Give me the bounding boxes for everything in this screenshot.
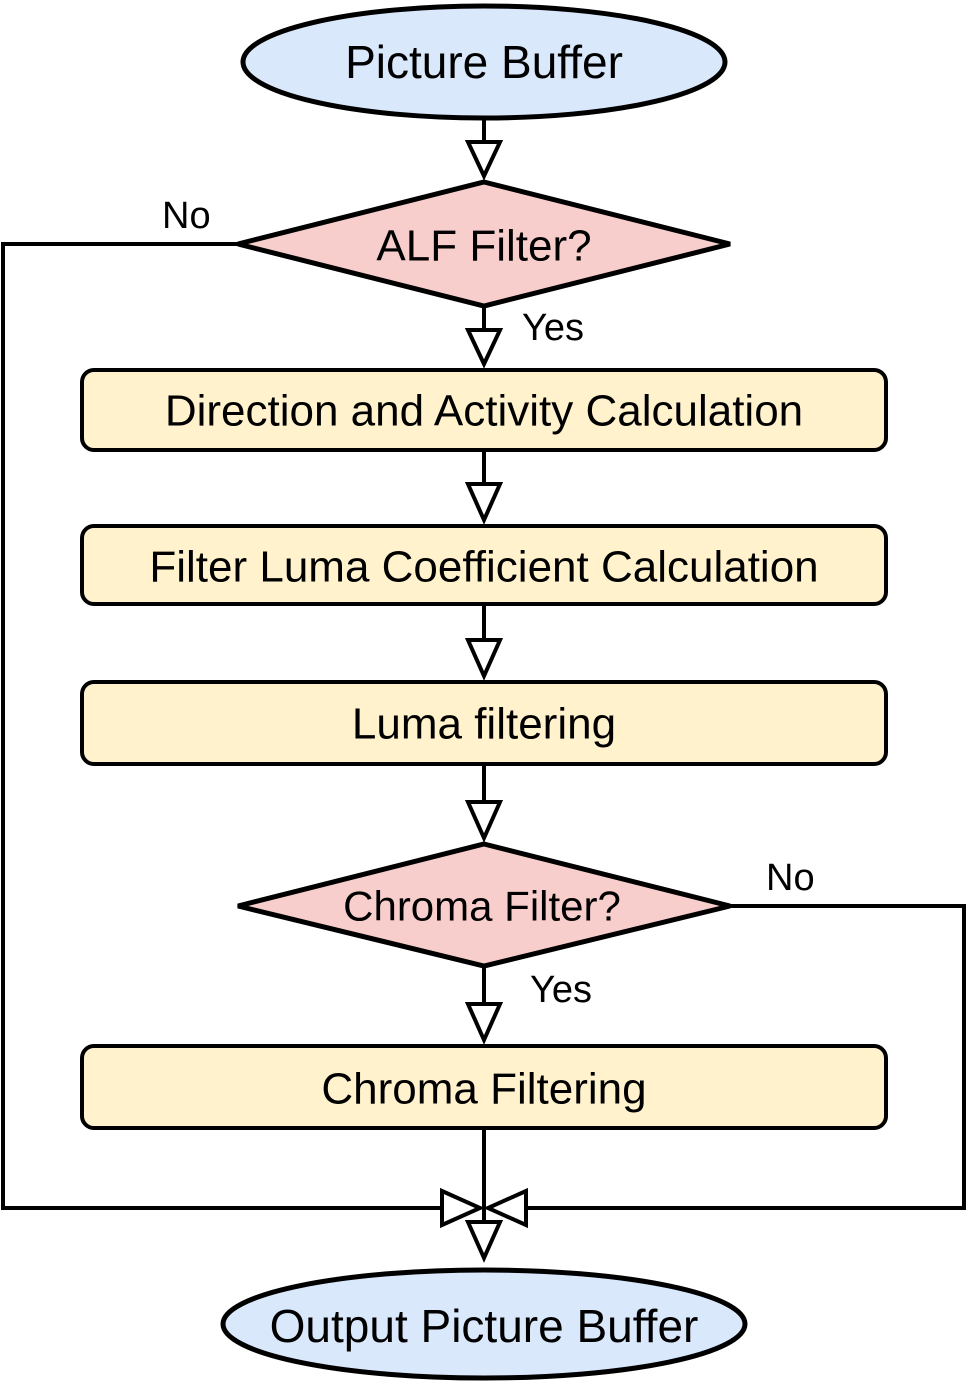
direction-activity-label: Direction and Activity Calculation: [165, 387, 803, 436]
connectors: [1, 118, 966, 1222]
process-shape: [80, 368, 888, 452]
alf-no-label: No: [162, 195, 211, 237]
arrowhead-down-icon: [464, 800, 504, 843]
arrowhead-down-icon: [464, 1220, 504, 1263]
arrowhead-left-icon: [483, 1187, 528, 1229]
arrowheads: [440, 140, 528, 1263]
alf-decision-label: ALF Filter?: [376, 222, 591, 271]
end-label: Output Picture Buffer: [270, 1300, 699, 1352]
terminal-shape: [220, 1267, 748, 1381]
node-chroma-decision: Chroma Filter?: [237, 841, 731, 969]
chroma-yes-label: Yes: [530, 969, 592, 1011]
arrowhead-down-icon: [464, 328, 504, 369]
edge-alf-no-bypass: [1, 242, 442, 1210]
decision-shape: [237, 841, 731, 969]
alf-yes-label: Yes: [522, 307, 584, 349]
luma-coeff-label: Filter Luma Coefficient Calculation: [149, 543, 818, 592]
node-end: Output Picture Buffer: [220, 1267, 748, 1381]
chroma-decision-label: Chroma Filter?: [343, 883, 621, 930]
process-shape: [80, 1044, 888, 1130]
arrowhead-down-icon: [464, 1002, 504, 1045]
node-start: Picture Buffer: [240, 3, 728, 121]
node-luma-filtering: Luma filtering: [80, 680, 888, 766]
chroma-no-label: No: [766, 857, 815, 899]
arrowhead-right-icon: [440, 1187, 485, 1229]
arrowhead-down-icon: [464, 638, 504, 681]
arrowhead-down-icon: [464, 140, 504, 181]
decision-shape: [237, 179, 731, 309]
node-luma-coeff: Filter Luma Coefficient Calculation: [80, 524, 888, 606]
start-label: Picture Buffer: [345, 36, 623, 88]
node-direction-activity: Direction and Activity Calculation: [80, 368, 888, 452]
process-shape: [80, 524, 888, 606]
chroma-filtering-label: Chroma Filtering: [321, 1065, 646, 1114]
node-alf-decision: ALF Filter?: [237, 179, 731, 309]
luma-filtering-label: Luma filtering: [352, 700, 616, 749]
node-chroma-filtering: Chroma Filtering: [80, 1044, 888, 1130]
terminal-shape: [240, 3, 728, 121]
arrowhead-down-icon: [464, 482, 504, 525]
process-shape: [80, 680, 888, 766]
edge-chroma-no-bypass: [526, 904, 966, 1210]
